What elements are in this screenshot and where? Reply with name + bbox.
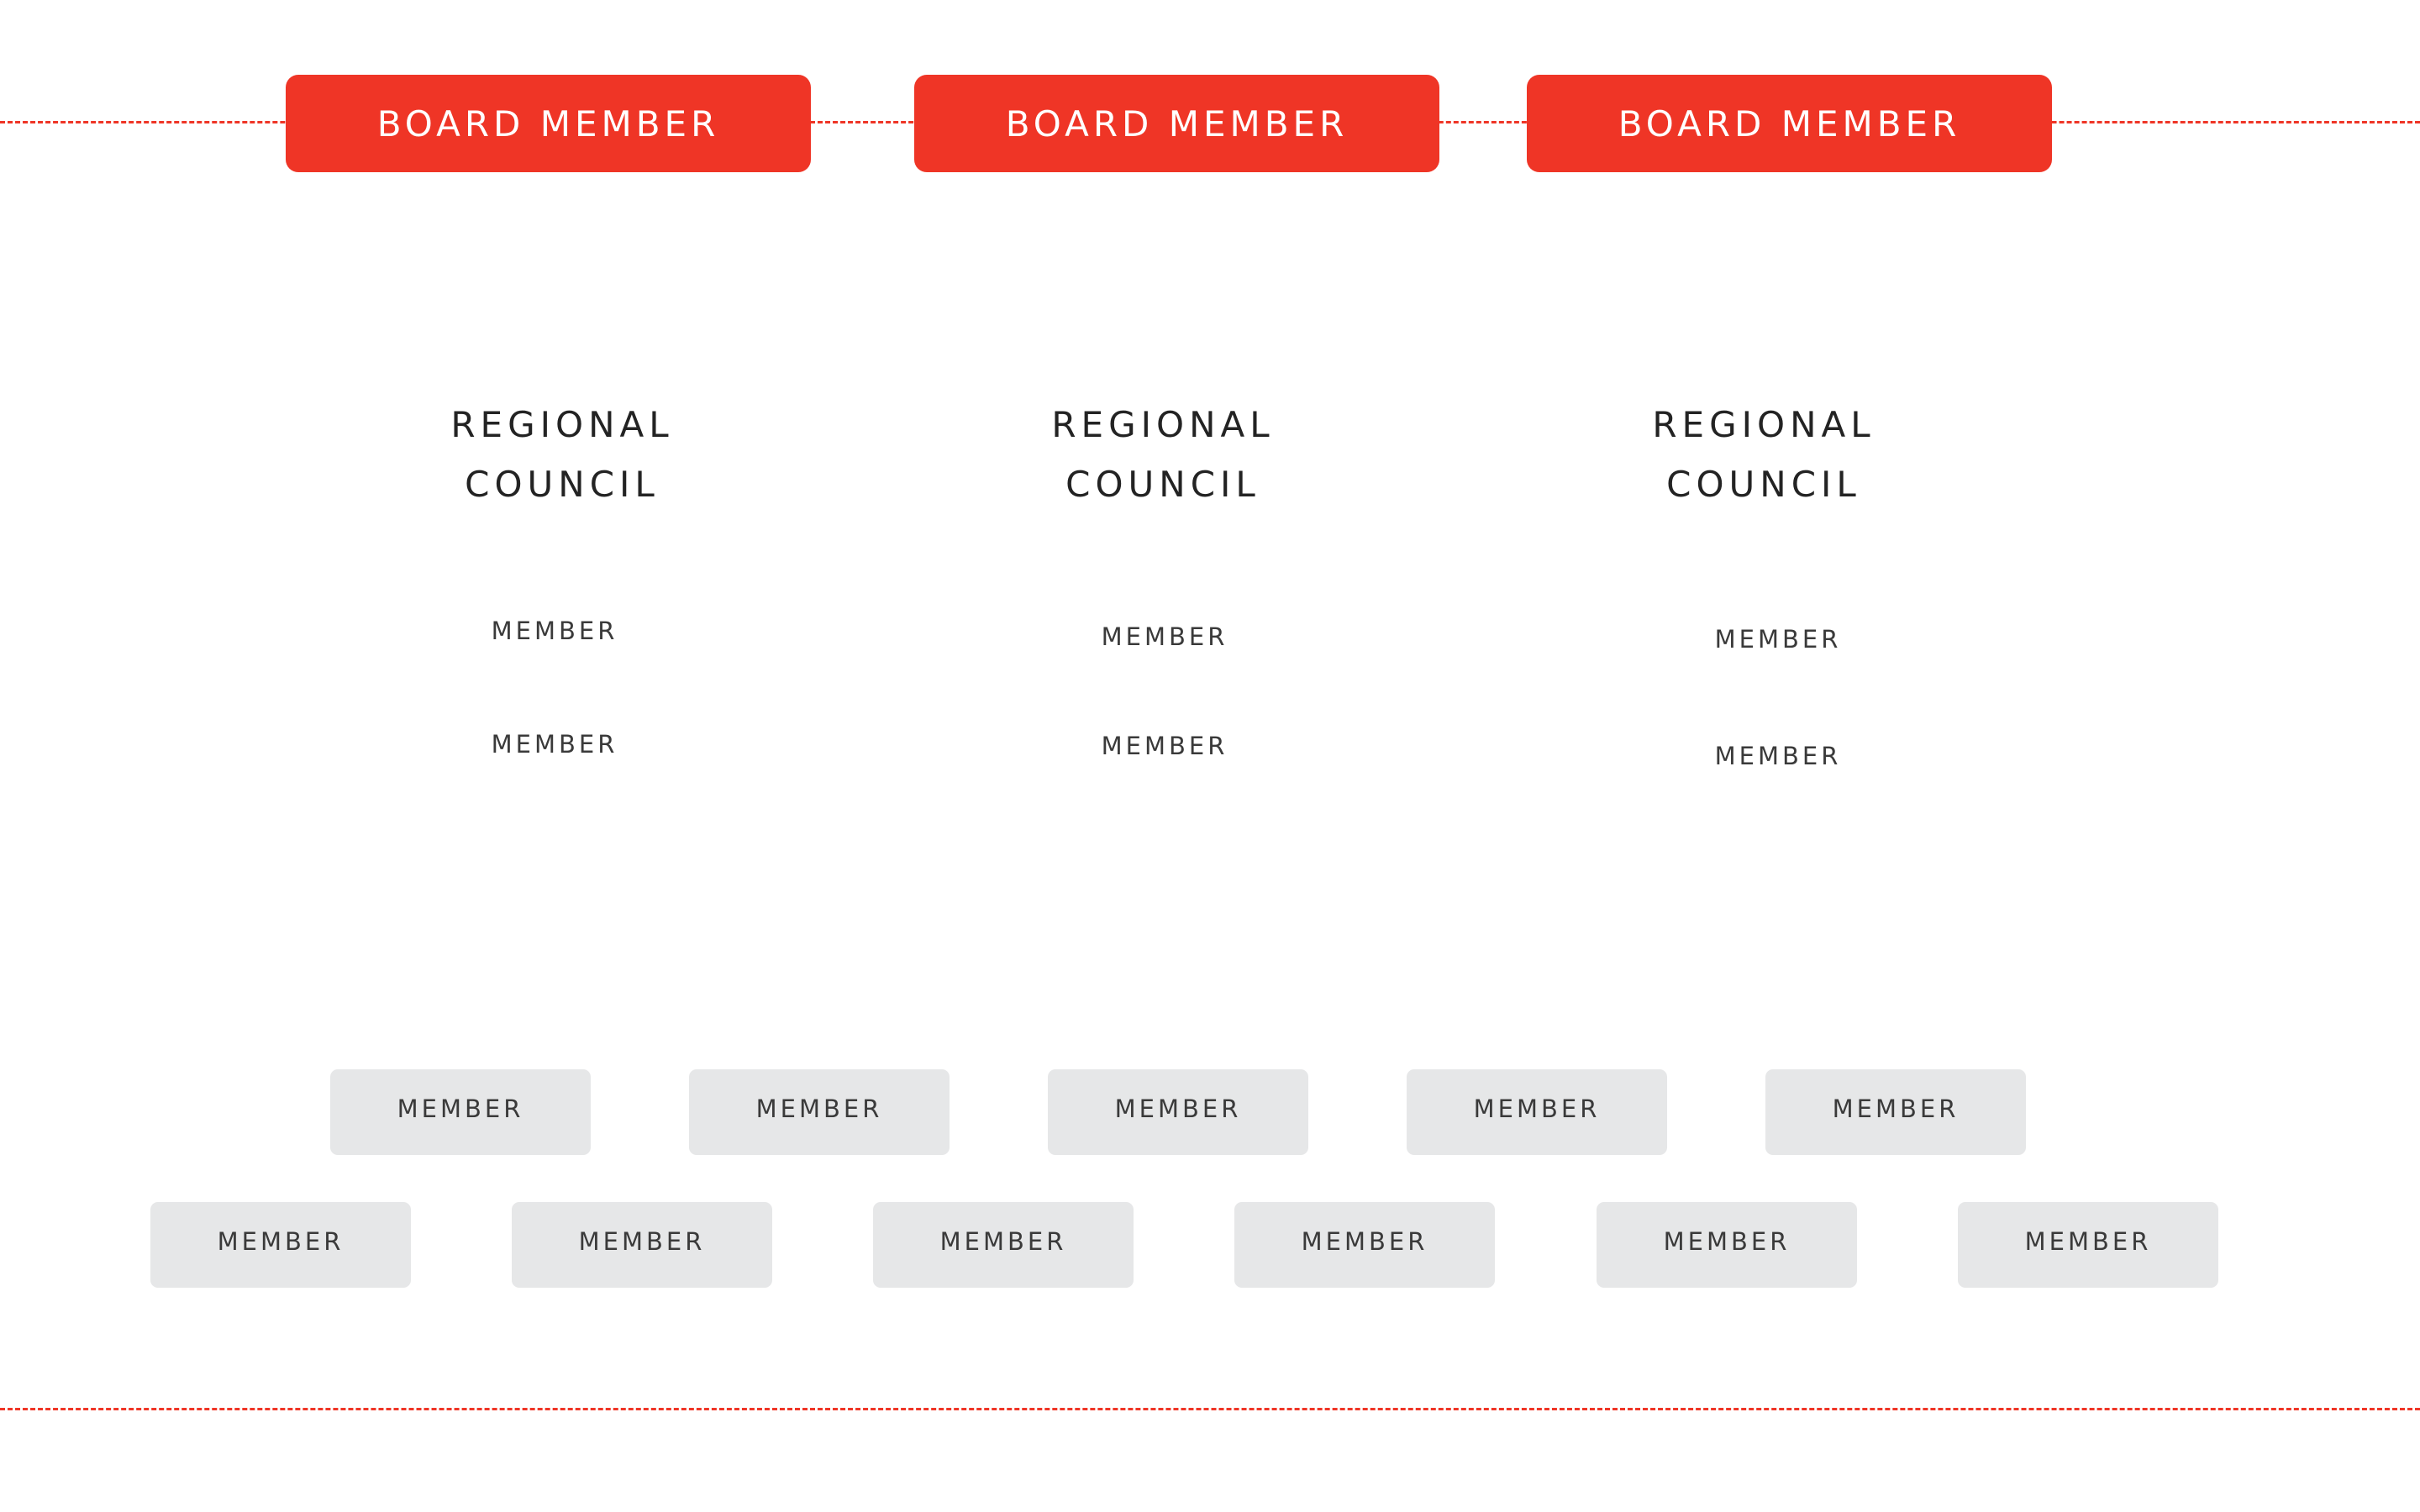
council-title-line: REGIONAL <box>450 404 674 445</box>
member-chip-row1-2[interactable]: MEMBER <box>689 1069 950 1155</box>
member-chip-row1-1[interactable]: MEMBER <box>330 1069 591 1155</box>
member-chip-row2-1[interactable]: MEMBER <box>150 1202 411 1288</box>
member-chip-row2-2[interactable]: MEMBER <box>512 1202 772 1288</box>
member-chip-row2-3[interactable]: MEMBER <box>873 1202 1134 1288</box>
regional-council-3-title: REGIONAL COUNCIL <box>1554 395 1974 514</box>
member-chip-row1-5[interactable]: MEMBER <box>1765 1069 2026 1155</box>
bottom-divider-line <box>0 1408 2420 1410</box>
council-title-line: REGIONAL <box>1051 404 1275 445</box>
member-chip-row1-3[interactable]: MEMBER <box>1048 1069 1308 1155</box>
member-chip-row1-4[interactable]: MEMBER <box>1407 1069 1667 1155</box>
council-2-member-2: MEMBER <box>1101 732 1228 760</box>
council-3-member-1: MEMBER <box>1714 625 1842 654</box>
board-member-2[interactable]: BOARD MEMBER <box>914 75 1439 172</box>
council-title-line: REGIONAL <box>1652 404 1876 445</box>
board-member-1[interactable]: BOARD MEMBER <box>286 75 811 172</box>
council-3-member-2: MEMBER <box>1714 742 1842 770</box>
council-title-line: COUNCIL <box>1666 464 1861 505</box>
member-chip-row2-4[interactable]: MEMBER <box>1234 1202 1495 1288</box>
board-member-3[interactable]: BOARD MEMBER <box>1527 75 2052 172</box>
council-1-member-2: MEMBER <box>491 730 618 759</box>
member-chip-row2-6[interactable]: MEMBER <box>1958 1202 2218 1288</box>
regional-council-1-title: REGIONAL COUNCIL <box>352 395 772 514</box>
council-1-member-1: MEMBER <box>491 617 618 645</box>
council-title-line: COUNCIL <box>465 464 660 505</box>
council-2-member-1: MEMBER <box>1101 622 1228 651</box>
council-title-line: COUNCIL <box>1065 464 1260 505</box>
regional-council-2-title: REGIONAL COUNCIL <box>953 395 1373 514</box>
member-chip-row2-5[interactable]: MEMBER <box>1597 1202 1857 1288</box>
